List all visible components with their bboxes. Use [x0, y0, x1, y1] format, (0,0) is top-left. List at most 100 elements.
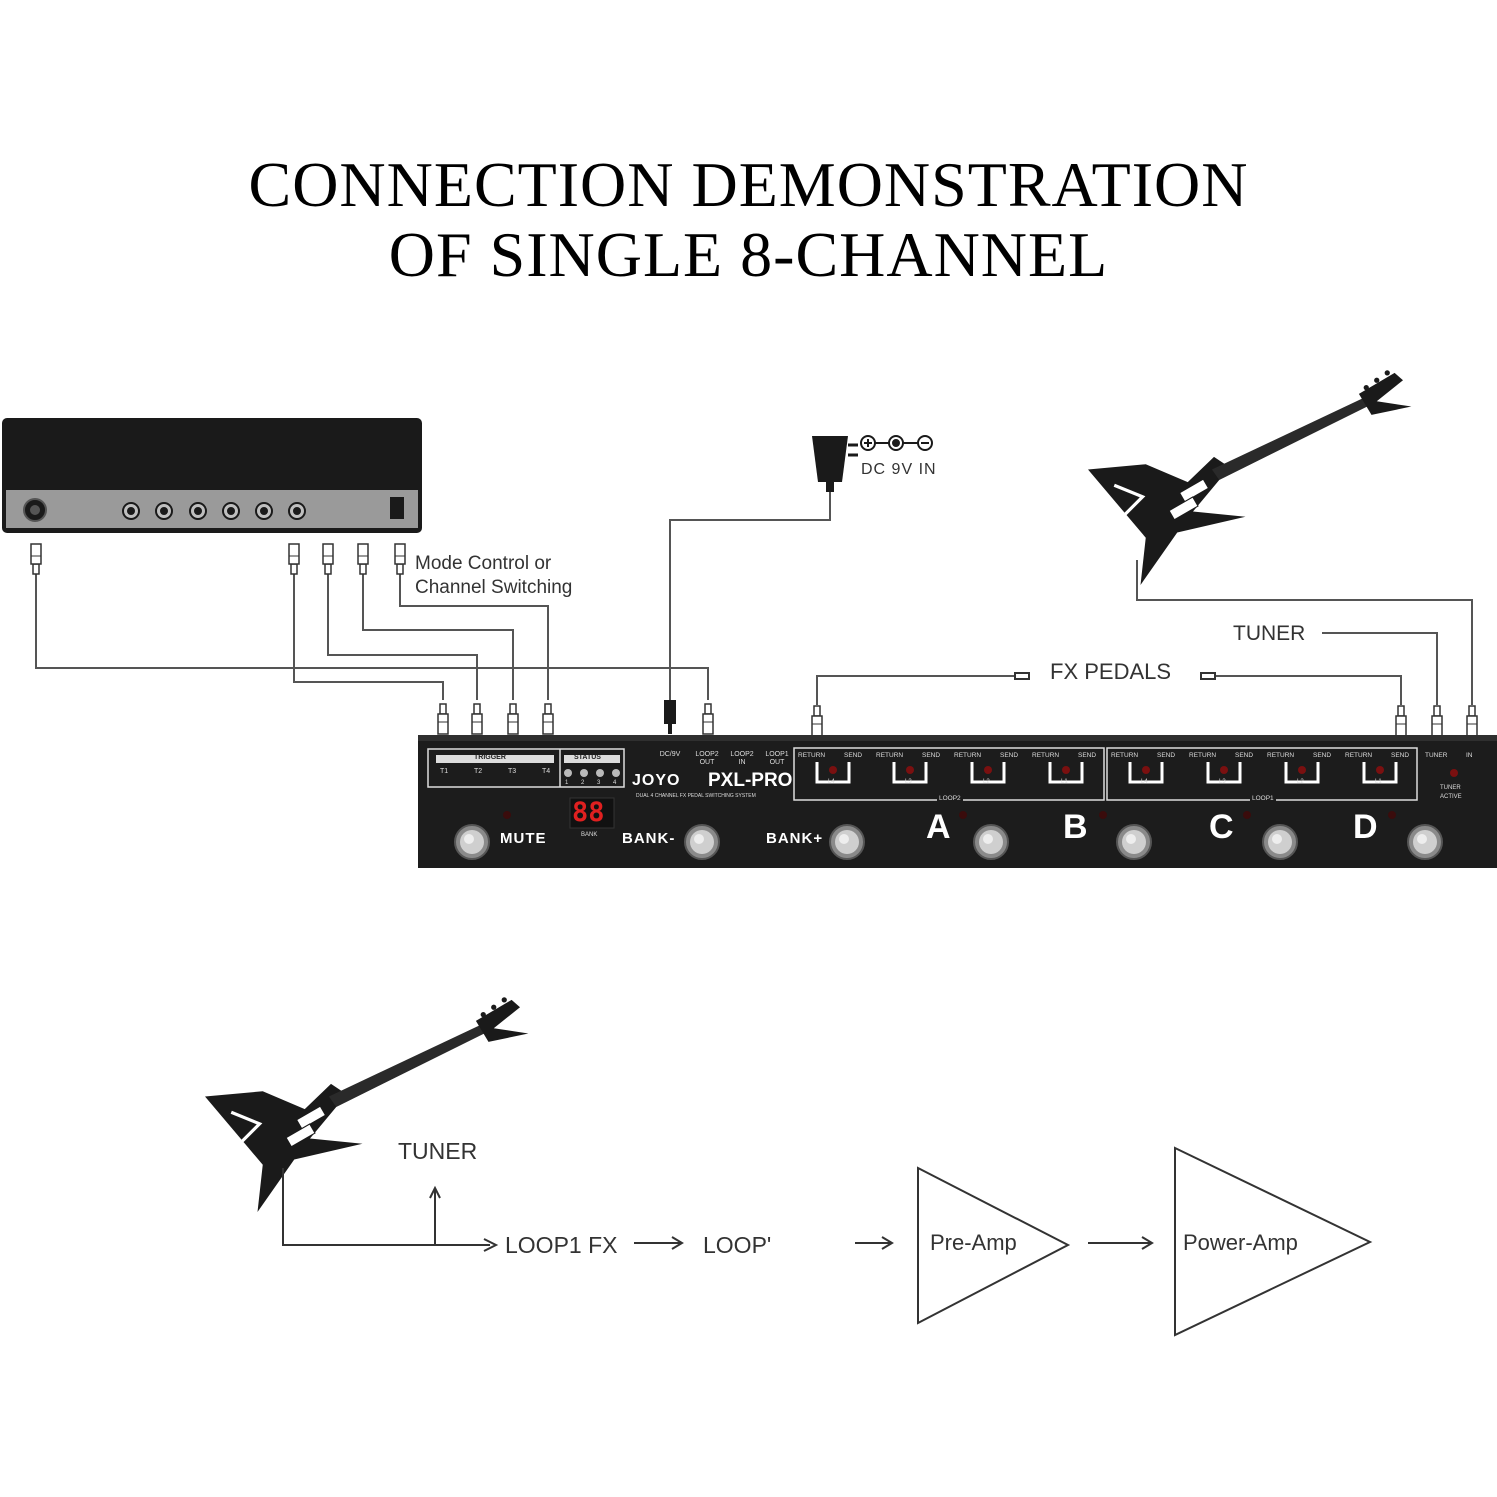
status-leds	[564, 769, 620, 777]
bank-up-footswitch[interactable]	[829, 824, 865, 860]
mute-footswitch[interactable]	[454, 824, 490, 860]
brand-logo: JOYO	[632, 772, 681, 789]
guitar-icon	[203, 995, 530, 1214]
return-label: RETURN	[954, 752, 982, 759]
loop1-label: LOOP1	[1250, 795, 1276, 802]
jack-loop2-in: LOOP2 IN	[730, 751, 754, 766]
dc-in-label: DC 9V IN	[861, 461, 937, 478]
return-label: RETURN	[1267, 752, 1295, 759]
loop2-slot: L4	[828, 779, 835, 785]
guitar-icon	[1086, 368, 1413, 587]
bank-display-value: 88	[572, 797, 605, 828]
poweramp-label: Power-Amp	[1183, 1230, 1298, 1255]
model-name: PXL-PRO	[708, 770, 793, 791]
loop1-slot: L1	[1375, 779, 1382, 785]
channel-d-footswitch[interactable]	[1407, 824, 1443, 860]
tuner-label: TUNER	[1233, 622, 1306, 645]
send-label: SEND	[1391, 752, 1410, 759]
return-label: RETURN	[1032, 752, 1060, 759]
dc-plug	[664, 700, 676, 734]
trigger-t1: T1	[440, 768, 449, 775]
send-label: SEND	[844, 752, 863, 759]
status-num: 2	[581, 780, 585, 786]
trigger-status-box	[427, 748, 625, 788]
loop2-slot: L2	[983, 779, 990, 785]
cable-trigger-4	[399, 570, 549, 700]
bank-display-caption: BANK	[581, 832, 598, 838]
loop1-slot: L2	[1297, 779, 1304, 785]
trigger-t3: T3	[508, 768, 517, 775]
return-label: RETURN	[1111, 752, 1139, 759]
cable-guitar	[1136, 560, 1473, 705]
channel-b-label: B	[1063, 808, 1088, 846]
power-adapter	[812, 436, 858, 492]
send-label: SEND	[1000, 752, 1019, 759]
cable-fx-send	[816, 675, 1015, 705]
mode-control-label-1: Mode Control or	[415, 553, 552, 574]
fx-pedals-label: FX PEDALS	[1050, 659, 1172, 684]
channel-c-footswitch[interactable]	[1262, 824, 1298, 860]
cable-power	[669, 490, 831, 700]
return-label: RETURN	[1189, 752, 1217, 759]
preamp-label: Pre-Amp	[930, 1230, 1017, 1255]
loop2-label: LOOP2	[937, 795, 963, 802]
amp-power-switch	[390, 497, 404, 519]
cable-fx-return	[1215, 675, 1402, 705]
cable-amp-input	[35, 570, 709, 700]
amp-head	[2, 418, 422, 533]
status-label: STATUS	[574, 754, 601, 761]
amp-plugs	[30, 543, 406, 575]
signal-flow	[282, 1146, 1373, 1337]
mode-control-label-2: Channel Switching	[415, 577, 573, 598]
polarity-icon	[860, 435, 933, 451]
title-line-1: CONNECTION DEMONSTRATION	[248, 149, 1249, 220]
send-label: SEND	[922, 752, 941, 759]
amp-knob	[155, 502, 173, 520]
status-num: 3	[597, 780, 601, 786]
flow-tuner-label: TUNER	[398, 1138, 478, 1164]
channel-a-footswitch[interactable]	[973, 824, 1009, 860]
return-label: RETURN	[798, 752, 826, 759]
mute-label: MUTE	[500, 830, 547, 847]
arrow-icon	[483, 1238, 499, 1252]
send-label: SEND	[1078, 752, 1097, 759]
amp-knob	[255, 502, 273, 520]
cable-tuner	[1322, 632, 1438, 705]
pedal-plugs	[437, 703, 1478, 737]
loop2-slot: L1	[1061, 779, 1068, 785]
amp-knob	[189, 502, 207, 520]
tuner-active-label-1: TUNER	[1440, 785, 1461, 791]
cable-trigger-3	[362, 570, 514, 700]
tuner-active-led	[1450, 769, 1458, 777]
cables	[35, 490, 1473, 705]
jack-loop2-out: LOOP2 OUT	[695, 751, 719, 766]
pedal-subtitle: DUAL 4 CHANNEL FX PEDAL SWITCHING SYSTEM	[636, 793, 756, 799]
arrow-icon	[1141, 1236, 1154, 1250]
trigger-label: TRIGGER	[474, 754, 506, 761]
cable-trigger-2	[327, 570, 478, 700]
bank-down-footswitch[interactable]	[684, 824, 720, 860]
amp-input-jack	[23, 498, 47, 522]
flow-loop1-label: LOOP1 FX	[505, 1232, 618, 1258]
bank-minus-label: BANK-	[622, 830, 676, 847]
bank-display	[569, 797, 615, 829]
loop1-slot: L4	[1141, 779, 1148, 785]
arrow-icon	[429, 1185, 441, 1199]
loop2-slot: L3	[905, 779, 912, 785]
amp-knob	[122, 502, 140, 520]
flow-loop2-label: LOOP'	[703, 1232, 772, 1258]
loop1-slot: L3	[1219, 779, 1226, 785]
tuner-active-label-2: ACTIVE	[1440, 794, 1462, 800]
preamp-triangle	[917, 1166, 1071, 1325]
amp-knob	[288, 502, 306, 520]
arrow-icon	[671, 1236, 684, 1250]
status-num: 1	[565, 780, 569, 786]
channel-a-label: A	[926, 808, 951, 846]
poweramp-triangle	[1174, 1146, 1373, 1337]
jack-loop1-out: LOOP1 OUT	[765, 751, 789, 766]
flow-line-guitar	[282, 1168, 490, 1246]
channel-b-footswitch[interactable]	[1116, 824, 1152, 860]
channel-d-label: D	[1353, 808, 1378, 846]
jack-dc: DC/9V	[659, 751, 681, 758]
